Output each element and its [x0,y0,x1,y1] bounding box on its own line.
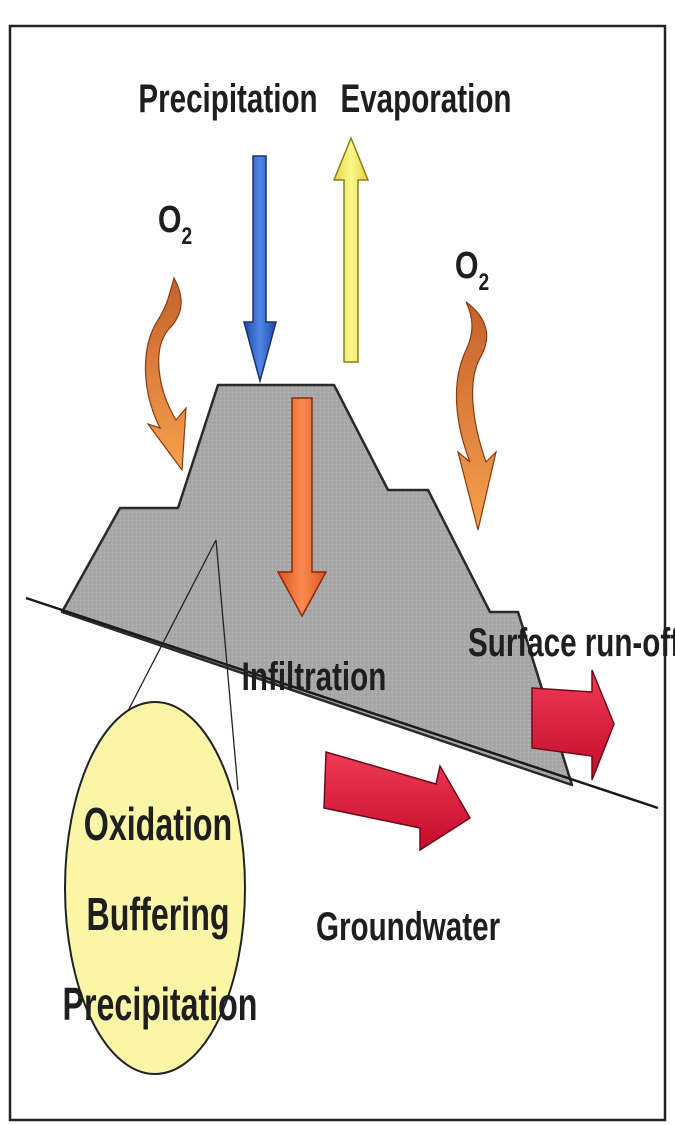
infiltration-arrow [276,397,328,618]
oxygen-arrow-right [455,301,498,531]
infiltration-label: Infiltration [242,655,387,699]
precipitation-label: Precipitation [138,77,317,121]
surface-runoff-arrow [531,669,615,781]
process-callout-ellipse [64,701,246,1075]
callout-connector-left [111,539,217,743]
ground-surface-line [25,596,659,810]
callout-line-oxidation: Oxidation [84,799,232,850]
groundwater-label: Groundwater [316,905,500,949]
oxygen-label-left: O2 [158,199,192,250]
groundwater-arrow [323,751,472,852]
oxygen-label-right: O2 [455,245,489,296]
evaporation-arrow [332,136,370,363]
precipitation-arrow [243,155,277,384]
oxygen-arrow-left [144,276,187,472]
callout-line-precipitation: Precipitation [63,979,258,1030]
callout-line-buffering: Buffering [86,889,229,940]
surface-runoff-label: Surface run-off [468,621,675,665]
callout-connector-right [215,539,239,791]
evaporation-label: Evaporation [341,77,512,121]
